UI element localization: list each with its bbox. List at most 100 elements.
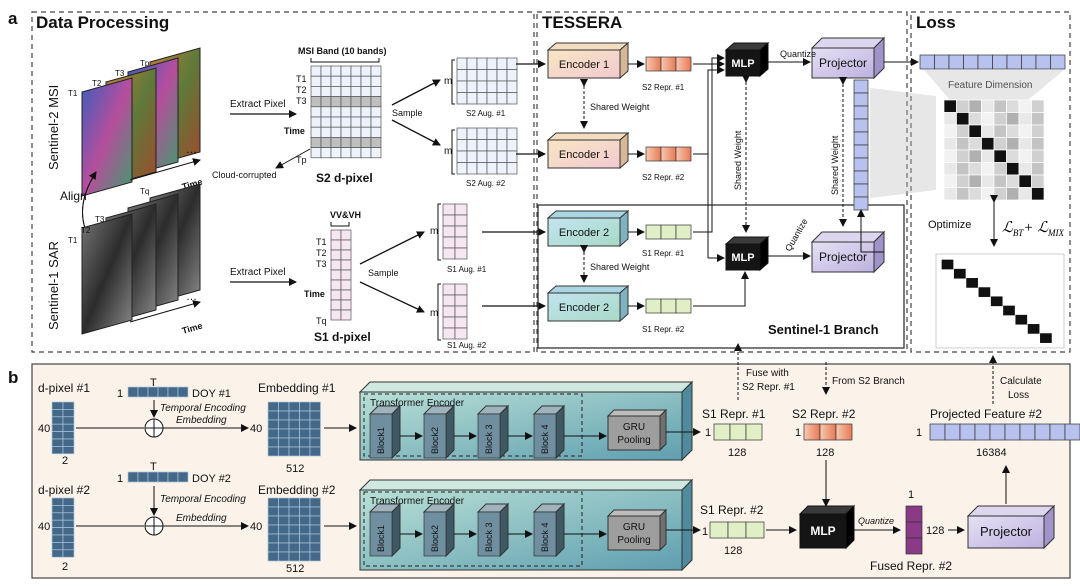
grid-cell <box>496 127 508 140</box>
s1-branch-label: Sentinel-1 Branch <box>768 322 879 337</box>
s1-branch-box <box>537 204 905 349</box>
s2-row-tp: Tp <box>296 155 307 165</box>
aug3-m: m <box>430 226 438 237</box>
doy-cell <box>147 471 159 483</box>
grid-cell <box>309 437 321 448</box>
matrix-cell <box>1006 137 1020 151</box>
matrix-cell <box>993 99 1007 113</box>
s2-repr2-b-one: 1 <box>795 427 801 439</box>
tessera-title: TESSERA <box>542 13 622 32</box>
grid-cell <box>278 551 290 562</box>
repr-cell <box>645 56 662 72</box>
repr-cell <box>645 224 662 240</box>
grid-cell <box>62 527 75 536</box>
vvvh-label: VV&VH <box>330 210 361 220</box>
s2-label: Sentinel-2 MSI <box>46 85 61 170</box>
transformer-label-1: Transformer Encoder <box>370 398 465 409</box>
s1-repr1-b-dim: 128 <box>728 447 746 459</box>
s2-dpixel-label: S2 d-pixel <box>316 171 373 185</box>
s2-frame-t2: T2 <box>92 79 102 88</box>
grid-cell <box>309 401 321 412</box>
repr-cell <box>745 521 765 539</box>
gru-label-2: GRU <box>623 522 645 533</box>
temporal-encoding-1: Temporal Encoding <box>160 403 246 414</box>
s1-row-time: Time <box>304 289 325 299</box>
grid-cell <box>370 106 382 118</box>
feature-cell <box>1004 423 1021 441</box>
grid-cell <box>330 116 342 128</box>
s2-row-t2: T2 <box>296 85 307 95</box>
s1-row-t3: T3 <box>316 259 327 269</box>
block-side <box>445 404 455 460</box>
grid-cell <box>62 438 75 447</box>
grid-cell <box>309 428 321 439</box>
grid-cell <box>330 147 342 159</box>
matrix-cell <box>993 174 1007 188</box>
grid-cell <box>456 57 468 70</box>
encoder2-bottom-label: Encoder 2 <box>559 302 609 314</box>
grid-cell <box>278 506 290 517</box>
grid-cell <box>299 437 311 448</box>
dpixel2-grid <box>51 497 75 558</box>
block-face <box>423 511 447 557</box>
grid-cell <box>278 533 290 544</box>
grid-cell <box>299 506 311 517</box>
svg-text:…: … <box>186 291 197 303</box>
block-label: Block 3 <box>484 522 494 552</box>
embedding1-cols: 512 <box>286 463 304 475</box>
grid-cell <box>299 515 311 526</box>
s2-row-t3: T3 <box>296 96 307 106</box>
grid-cell <box>442 327 456 340</box>
grid-cell <box>310 75 322 87</box>
grid-cell <box>360 86 372 97</box>
block-label: Block1 <box>376 427 386 454</box>
grid-cell <box>340 309 352 321</box>
grid-cell <box>320 86 332 97</box>
grid-cell <box>62 542 75 551</box>
fuse-target: S2 Repr. #1 <box>742 382 795 393</box>
feature-cell <box>853 157 869 172</box>
grid-cell <box>340 106 352 118</box>
grid-cell <box>299 419 311 430</box>
shared-weight-s2: Shared Weight <box>590 102 650 112</box>
grid-cell <box>442 214 456 227</box>
align-label: Align <box>60 189 87 203</box>
embedding1-rows: 40 <box>250 423 262 435</box>
doy-cell <box>167 386 179 398</box>
grid-cell <box>330 309 342 321</box>
grid-cell <box>320 65 332 77</box>
grid-cell <box>320 116 332 128</box>
grid-cell <box>456 92 468 105</box>
feature-cell <box>1034 423 1051 441</box>
correlation-matrix <box>943 99 1045 201</box>
block-side <box>445 502 455 558</box>
grid-cell <box>370 86 382 97</box>
grid-cell <box>340 137 352 148</box>
s2-repr1-label: S2 Repr. #1 <box>642 83 685 92</box>
matrix-cell <box>1003 305 1015 316</box>
grid-cell <box>506 139 518 152</box>
grid-cell <box>267 446 279 457</box>
grid-cell <box>310 116 322 128</box>
matrix-cell <box>941 259 954 270</box>
matrix-cell <box>981 162 995 176</box>
s1-repr2-b-dim: 128 <box>724 545 742 557</box>
grid-cell <box>454 247 468 260</box>
repr-cell <box>713 423 731 441</box>
grid-cell <box>288 533 300 544</box>
block-side <box>555 404 565 460</box>
grid-cell <box>454 305 468 318</box>
quantize-bottom: Quantize <box>783 217 810 253</box>
grid-cell <box>456 139 468 152</box>
matrix-cell <box>981 99 995 113</box>
grid-cell <box>278 428 290 439</box>
grid-cell <box>506 57 518 70</box>
identity-matrix <box>935 253 1065 349</box>
grid-cell <box>278 401 290 412</box>
feature-vectors <box>853 54 1066 211</box>
grid-cell <box>288 515 300 526</box>
grid-cell <box>506 150 518 163</box>
grid-cell <box>340 259 352 271</box>
s2-image-stack <box>81 47 201 197</box>
grid-cell <box>310 106 322 118</box>
